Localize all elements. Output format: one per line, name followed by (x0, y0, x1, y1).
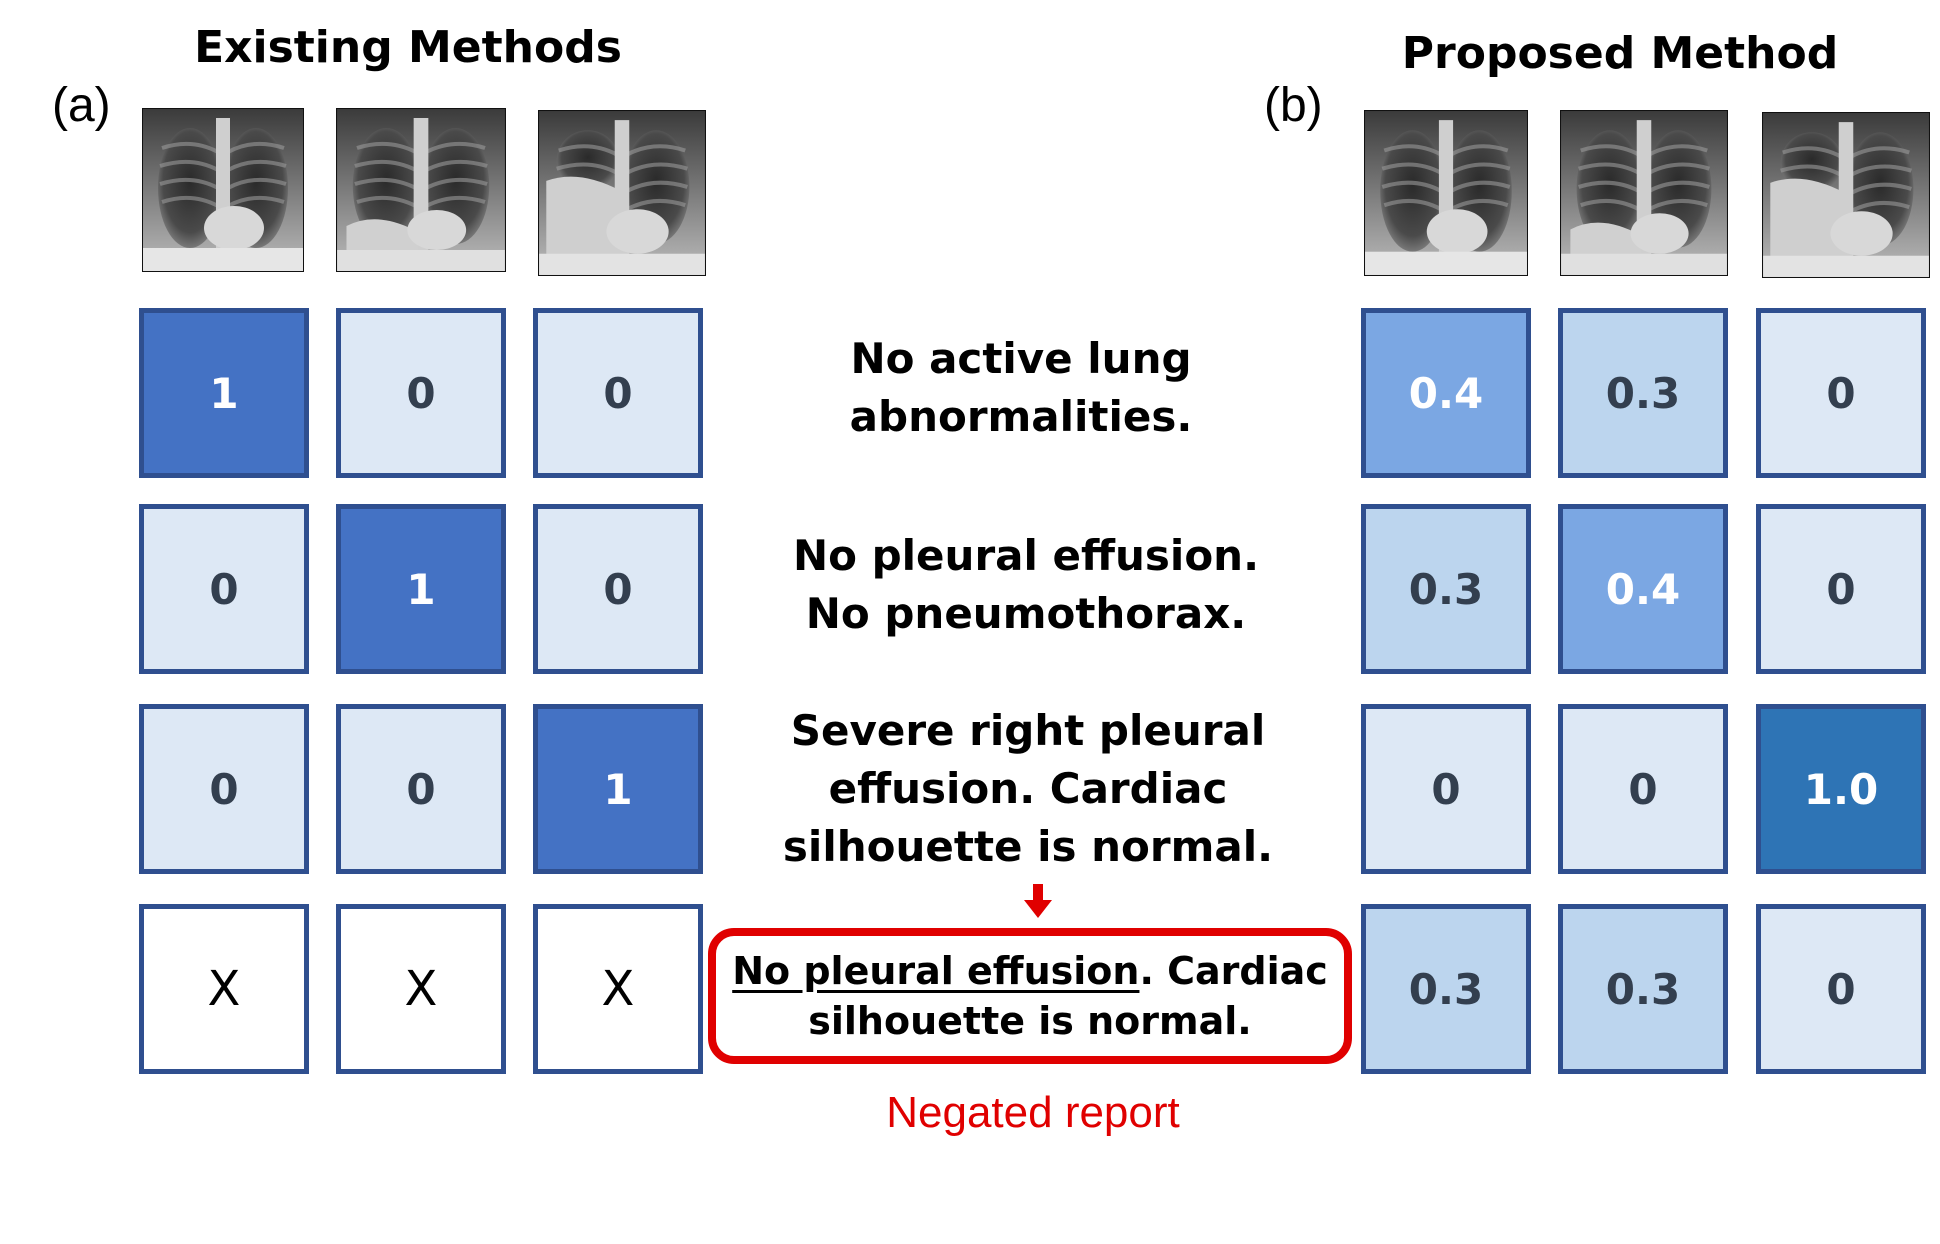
existing-cell-r3-c2: 0 (336, 704, 506, 874)
xray-image-3-right (1762, 112, 1930, 278)
existing-cell-r3-c3: 1 (533, 704, 703, 874)
negated-phrase: No pleural effusion (732, 949, 1140, 993)
negated-report-label: Negated report (886, 1088, 1180, 1137)
report-3-line-2: effusion. Cardiac (828, 764, 1228, 813)
proposed-cell-r2-c2: 0.4 (1558, 504, 1728, 674)
proposed-cell-r2-c3: 0 (1756, 504, 1926, 674)
proposed-cell-r1-c2: 0.3 (1558, 308, 1728, 478)
xray-image-2-right (1560, 110, 1728, 276)
negated-report-line-1: No pleural effusion. Cardiac (732, 946, 1328, 996)
existing-cell-r1-c3: 0 (533, 308, 703, 478)
xray-image-1-left (142, 108, 304, 272)
proposed-cell-r4-c2: 0.3 (1558, 904, 1728, 1074)
existing-cell-r4-c1: X (139, 904, 309, 1074)
proposed-cell-r2-c1: 0.3 (1361, 504, 1531, 674)
existing-cell-r2-c1: 0 (139, 504, 309, 674)
proposed-method-title: Proposed Method (1401, 28, 1839, 79)
report-3-line-1: Severe right pleural (790, 706, 1266, 755)
report-2-line-2: No pneumothorax. (805, 589, 1247, 638)
existing-cell-r4-c2: X (336, 904, 506, 1074)
existing-methods-title: Existing Methods (194, 22, 622, 73)
negated-report-rest: . Cardiac (1139, 949, 1328, 993)
panel-label-b: (b) (1264, 79, 1323, 132)
proposed-cell-r4-c3: 0 (1756, 904, 1926, 1074)
arrow-down-icon (1024, 884, 1052, 918)
xray-image-3-left (538, 110, 706, 276)
existing-cell-r1-c1: 1 (139, 308, 309, 478)
proposed-cell-r1-c1: 0.4 (1361, 308, 1531, 478)
existing-cell-r4-c3: X (533, 904, 703, 1074)
negated-report-box: No pleural effusion. Cardiac silhouette … (708, 928, 1352, 1064)
report-2-line-1: No pleural effusion. (792, 531, 1260, 580)
negated-report-line-2: silhouette is normal. (808, 999, 1252, 1043)
existing-cell-r3-c1: 0 (139, 704, 309, 874)
xray-image-1-right (1364, 110, 1528, 276)
proposed-cell-r3-c2: 0 (1558, 704, 1728, 874)
proposed-cell-r4-c1: 0.3 (1361, 904, 1531, 1074)
report-caption-2: No pleural effusion. No pneumothorax. (793, 527, 1259, 643)
existing-cell-r2-c3: 0 (533, 504, 703, 674)
report-caption-1: No active lung abnormalities. (850, 330, 1193, 446)
report-1-line-2: abnormalities. (849, 392, 1193, 441)
report-caption-3: Severe right pleural effusion. Cardiac s… (783, 702, 1273, 876)
proposed-cell-r3-c1: 0 (1361, 704, 1531, 874)
proposed-cell-r3-c3: 1.0 (1756, 704, 1926, 874)
proposed-cell-r1-c3: 0 (1756, 308, 1926, 478)
xray-image-2-left (336, 108, 506, 272)
panel-label-a: (a) (52, 79, 111, 132)
report-3-line-3: silhouette is normal. (782, 822, 1274, 871)
report-1-line-1: No active lung (850, 334, 1192, 383)
existing-cell-r1-c2: 0 (336, 308, 506, 478)
existing-cell-r2-c2: 1 (336, 504, 506, 674)
